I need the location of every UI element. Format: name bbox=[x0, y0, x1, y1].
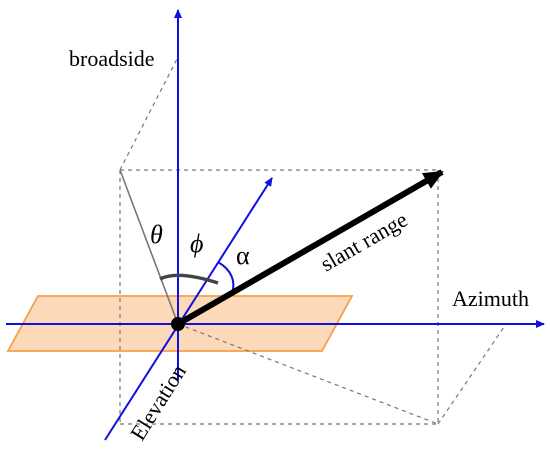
elevation-label: Elevation bbox=[125, 360, 191, 445]
alpha-label: α bbox=[236, 241, 250, 270]
alpha-arc bbox=[217, 261, 235, 295]
slant-range-vector bbox=[176, 169, 444, 327]
azimuth-label: Azimuth bbox=[452, 286, 529, 311]
projection-box bbox=[119, 56, 507, 425]
theta-line bbox=[119, 169, 179, 325]
phi-arc bbox=[159, 273, 219, 285]
theta-label: θ bbox=[150, 220, 163, 249]
elevation-axis bbox=[104, 177, 273, 441]
phi-label: ϕ bbox=[190, 229, 203, 258]
origin-point bbox=[171, 317, 185, 331]
broadside-label: broadside bbox=[69, 46, 155, 71]
